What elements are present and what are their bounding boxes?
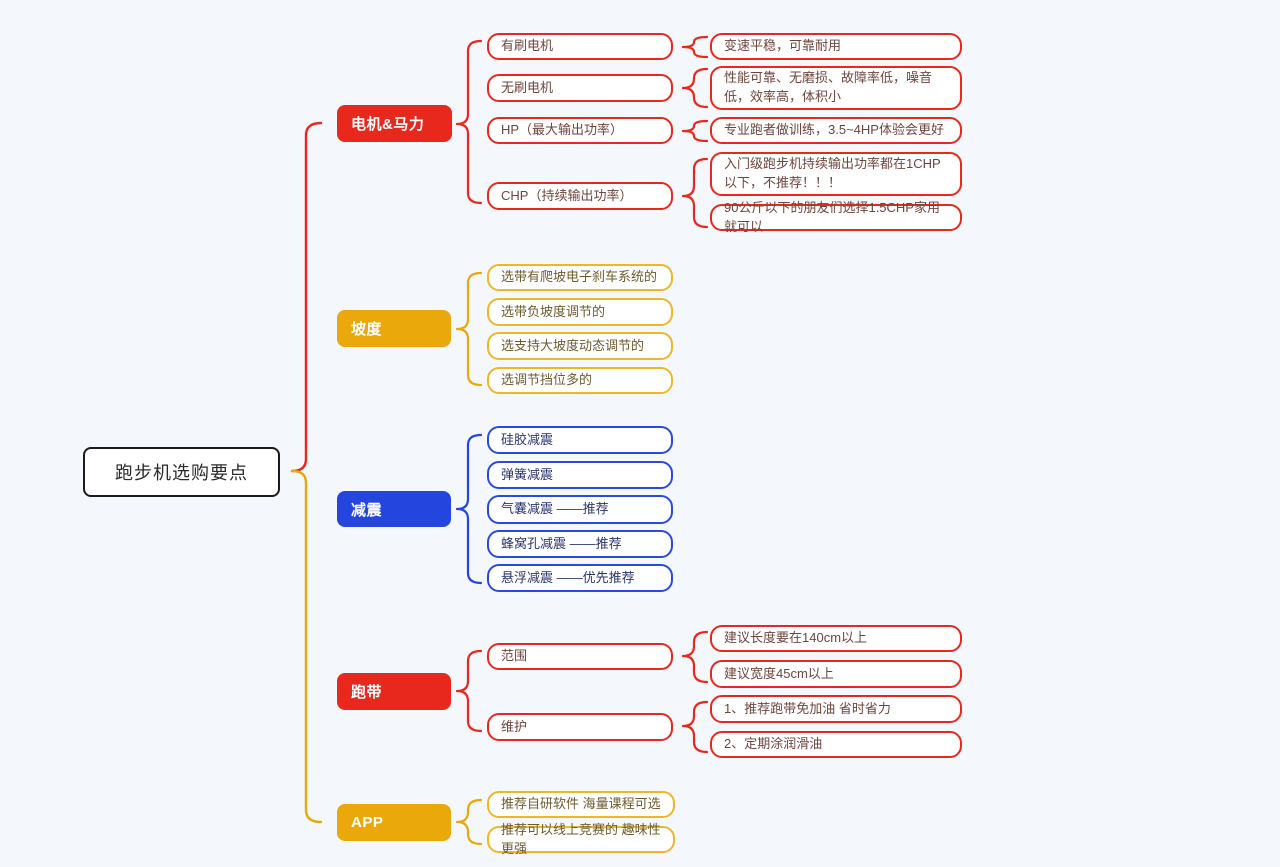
brace-connector (681, 630, 709, 684)
child-node[interactable]: 选调节挡位多的 (487, 367, 673, 394)
child-node[interactable]: HP（最大输出功率） (487, 117, 673, 144)
branch-node-app[interactable]: APP (337, 804, 451, 841)
leaf-node[interactable]: 入门级跑步机持续输出功率都在1CHP以下，不推荐！！！ (710, 152, 962, 196)
leaf-label: 专业跑者做训练，3.5~4HP体验会更好 (724, 122, 944, 138)
child-node[interactable]: CHP（持续输出功率） (487, 182, 673, 210)
branch-label: 电机&马力 (351, 116, 425, 133)
leaf-label: 入门级跑步机持续输出功率都在1CHP以下，不推荐！！！ (724, 156, 941, 190)
child-label: 弹簧减震 (501, 466, 554, 482)
root-label: 跑步机选购要点 (115, 463, 248, 483)
child-label: 推荐自研软件 海量课程可选 (501, 796, 661, 812)
child-node[interactable]: 硅胶减震 (487, 426, 673, 454)
child-label: 悬浮减震 ——优先推荐 (501, 569, 635, 585)
branch-label: APP (351, 814, 384, 831)
leaf-label: 2、定期涂润滑油 (724, 736, 823, 752)
brace-connector (455, 271, 483, 387)
leaf-node[interactable]: 建议长度要在140cm以上 (710, 625, 962, 652)
leaf-node[interactable]: 建议宽度45cm以上 (710, 660, 962, 688)
leaf-label: 性能可靠、无磨损、故障率低，噪音低，效率高，体积小 (724, 70, 933, 104)
brace-connector (681, 35, 709, 59)
branch-label: 减震 (351, 501, 383, 519)
branch-node-incline[interactable]: 坡度 (337, 310, 451, 347)
child-label: 有刷电机 (501, 38, 554, 54)
child-label: 维护 (501, 718, 528, 734)
child-label: 硅胶减震 (501, 431, 554, 447)
leaf-node[interactable]: 2、定期涂润滑油 (710, 731, 962, 758)
leaf-label: 建议宽度45cm以上 (724, 665, 834, 681)
child-label: 选带有爬坡电子刹车系统的 (501, 269, 658, 285)
child-node[interactable]: 选带有爬坡电子刹车系统的 (487, 264, 673, 291)
brace-connector (681, 67, 709, 109)
child-label: 选支持大坡度动态调节的 (501, 337, 645, 353)
child-node[interactable]: 蜂窝孔减震 ——推荐 (487, 530, 673, 558)
child-label: 选调节挡位多的 (501, 372, 593, 388)
brace-connector (455, 649, 483, 733)
child-node[interactable]: 维护 (487, 713, 673, 741)
branch-node-belt[interactable]: 跑带 (337, 673, 451, 710)
leaf-label: 90公斤以下的朋友们选择1.5CHP家用就可以 (724, 199, 940, 234)
child-label: HP（最大输出功率） (501, 122, 624, 138)
leaf-label: 建议长度要在140cm以上 (724, 630, 868, 646)
brace-connector (455, 39, 483, 205)
brace-connector (455, 433, 483, 585)
child-node[interactable]: 选带负坡度调节的 (487, 298, 673, 326)
child-node[interactable]: 推荐自研软件 海量课程可选 (487, 791, 675, 818)
branch-label: 坡度 (351, 321, 383, 338)
branch-node-damping[interactable]: 减震 (337, 491, 451, 527)
leaf-node[interactable]: 90公斤以下的朋友们选择1.5CHP家用就可以 (710, 200, 962, 234)
brace-connector (455, 798, 483, 846)
child-label: 蜂窝孔减震 ——推荐 (501, 535, 622, 551)
child-label: 无刷电机 (501, 79, 554, 95)
child-node[interactable]: 范围 (487, 643, 673, 670)
child-label: CHP（持续输出功率） (501, 187, 633, 203)
child-node[interactable]: 悬浮减震 ——优先推荐 (487, 564, 673, 592)
leaf-node[interactable]: 1、推荐跑带免加油 省时省力 (710, 695, 962, 723)
brace-connector (681, 119, 709, 143)
branch-label: 跑带 (351, 684, 383, 701)
child-node[interactable]: 气囊减震 ——推荐 (487, 495, 673, 524)
child-label: 推荐可以线上竞赛的 趣味性更强 (501, 821, 661, 856)
child-node[interactable]: 选支持大坡度动态调节的 (487, 332, 673, 360)
leaf-label: 1、推荐跑带免加油 省时省力 (724, 700, 891, 716)
brace-connector (681, 700, 709, 754)
brace-connector (681, 157, 709, 229)
leaf-node[interactable]: 专业跑者做训练，3.5~4HP体验会更好 (710, 117, 962, 144)
branch-node-motor[interactable]: 电机&马力 (337, 105, 452, 142)
root-brace-connector (290, 121, 323, 824)
leaf-node[interactable]: 性能可靠、无磨损、故障率低，噪音低，效率高，体积小 (710, 66, 962, 110)
child-label: 气囊减震 ——推荐 (501, 501, 609, 517)
child-node[interactable]: 弹簧减震 (487, 461, 673, 489)
child-label: 范围 (501, 648, 528, 664)
root-node[interactable]: 跑步机选购要点 (83, 447, 280, 497)
child-node[interactable]: 推荐可以线上竞赛的 趣味性更强 (487, 822, 675, 856)
child-node[interactable]: 有刷电机 (487, 33, 673, 60)
child-label: 选带负坡度调节的 (501, 303, 606, 319)
leaf-label: 变速平稳，可靠耐用 (724, 38, 842, 54)
leaf-node[interactable]: 变速平稳，可靠耐用 (710, 33, 962, 60)
child-node[interactable]: 无刷电机 (487, 74, 673, 102)
